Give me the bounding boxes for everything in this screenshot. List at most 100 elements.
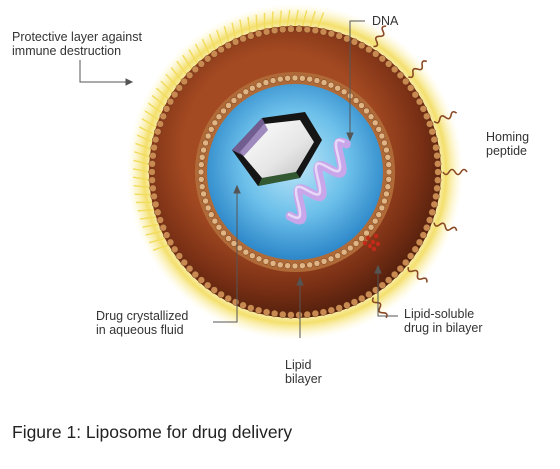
fringe-strand xyxy=(301,10,308,27)
drug-speck xyxy=(365,235,371,241)
lipid-head xyxy=(166,98,175,106)
lipid-head xyxy=(352,240,360,247)
lipid-head xyxy=(263,308,271,316)
lipid-head xyxy=(434,176,442,184)
lipid-head xyxy=(156,216,164,224)
fringe-strand xyxy=(271,11,274,28)
lipid-head xyxy=(407,84,415,92)
lipid-head xyxy=(367,113,375,120)
fringe-strand xyxy=(165,73,178,87)
fringe-strand xyxy=(182,54,193,70)
lipid-head xyxy=(378,132,386,140)
lipid-head xyxy=(247,32,255,40)
lipid-head xyxy=(271,309,279,318)
lipid-head xyxy=(200,190,207,198)
label-lipid-bilayer: Lipid bilayer xyxy=(285,358,322,386)
lipid-head xyxy=(434,168,442,176)
lipid-head xyxy=(149,184,157,192)
lipid-head xyxy=(334,252,341,259)
lipid-head xyxy=(383,190,390,198)
lipid-head xyxy=(320,79,328,86)
fringe-strand xyxy=(294,9,299,27)
leader-bilayer-arrow xyxy=(296,276,304,286)
lipid-head xyxy=(152,200,160,208)
lipid-head xyxy=(271,26,279,35)
fringe-strand xyxy=(152,244,169,251)
lipid-head xyxy=(434,160,442,168)
lipid-head xyxy=(365,45,373,54)
lipid-head xyxy=(334,85,341,92)
fringe-strand xyxy=(144,110,160,121)
lipid-head xyxy=(396,71,404,79)
drug-speck xyxy=(370,239,376,245)
lipid-head xyxy=(358,294,366,303)
lipid-head xyxy=(402,77,410,86)
lipid-head xyxy=(163,105,171,113)
lipid-head xyxy=(407,252,415,260)
lipid-head xyxy=(242,248,250,256)
leader-lines xyxy=(79,20,398,338)
lipid-head xyxy=(303,310,311,319)
lipid-head xyxy=(385,60,393,68)
lipid-head xyxy=(156,120,164,128)
lipid-head xyxy=(411,91,419,99)
lipid-head xyxy=(239,35,247,43)
lipid-head xyxy=(198,154,206,161)
lipid-head xyxy=(171,91,179,99)
figure-caption: Figure 1: Liposome for drug delivery xyxy=(12,422,293,442)
inner-lipid-heads xyxy=(197,74,393,270)
lipid-head xyxy=(327,81,335,89)
lipid-head xyxy=(202,139,209,147)
lipid-head xyxy=(383,146,390,154)
fringe-strand xyxy=(170,67,183,81)
fringe-strand xyxy=(255,14,258,32)
fringe-strand xyxy=(194,43,204,59)
lipid-head xyxy=(197,60,205,68)
lipid-head xyxy=(311,26,319,35)
lipid-head xyxy=(231,298,240,306)
lipid-head xyxy=(313,77,321,84)
lipid-head xyxy=(208,126,215,133)
outer-lipid-heads xyxy=(148,25,442,319)
fringe-strand xyxy=(286,9,291,27)
peptide-strand xyxy=(408,60,428,79)
lipid-head xyxy=(385,161,392,168)
lipid-head xyxy=(372,286,380,294)
lipid-head xyxy=(433,184,441,192)
lipid-head xyxy=(279,25,287,34)
lipid-head xyxy=(335,304,343,312)
lipid-head xyxy=(402,258,410,267)
peptide-strand xyxy=(433,110,458,124)
leader-lipid-drug-arrow xyxy=(374,264,382,274)
lipid-head xyxy=(363,229,370,237)
lipid-head xyxy=(319,28,327,36)
lipid-head xyxy=(225,102,232,109)
lipid-head xyxy=(148,168,156,176)
lipid-head xyxy=(327,255,335,263)
liposome-diagram xyxy=(79,4,468,340)
drug-speck xyxy=(371,246,377,252)
lipid-head xyxy=(426,120,434,128)
lipid-head xyxy=(385,176,392,183)
lipid-head xyxy=(208,211,215,218)
lipid-head xyxy=(186,71,194,79)
lipid-head xyxy=(372,50,380,58)
lipid-head xyxy=(211,217,219,225)
fringe-strand xyxy=(133,159,150,166)
lipid-head xyxy=(284,262,291,269)
lipid-head xyxy=(279,310,287,319)
fringe-strand xyxy=(231,22,237,39)
lipid-head xyxy=(299,75,306,82)
lipid-head xyxy=(215,224,223,231)
lipid-head xyxy=(277,75,284,83)
lipid-head xyxy=(186,265,194,273)
lipid-head xyxy=(378,281,386,289)
lipid-head xyxy=(171,245,179,253)
lipid-head xyxy=(163,231,171,239)
lipid-head xyxy=(215,113,223,120)
fringe-strand xyxy=(208,34,217,50)
fringe-strand xyxy=(247,16,251,34)
lipid-head xyxy=(415,238,424,246)
lipid-head xyxy=(306,261,313,269)
lipid-head xyxy=(231,38,240,46)
